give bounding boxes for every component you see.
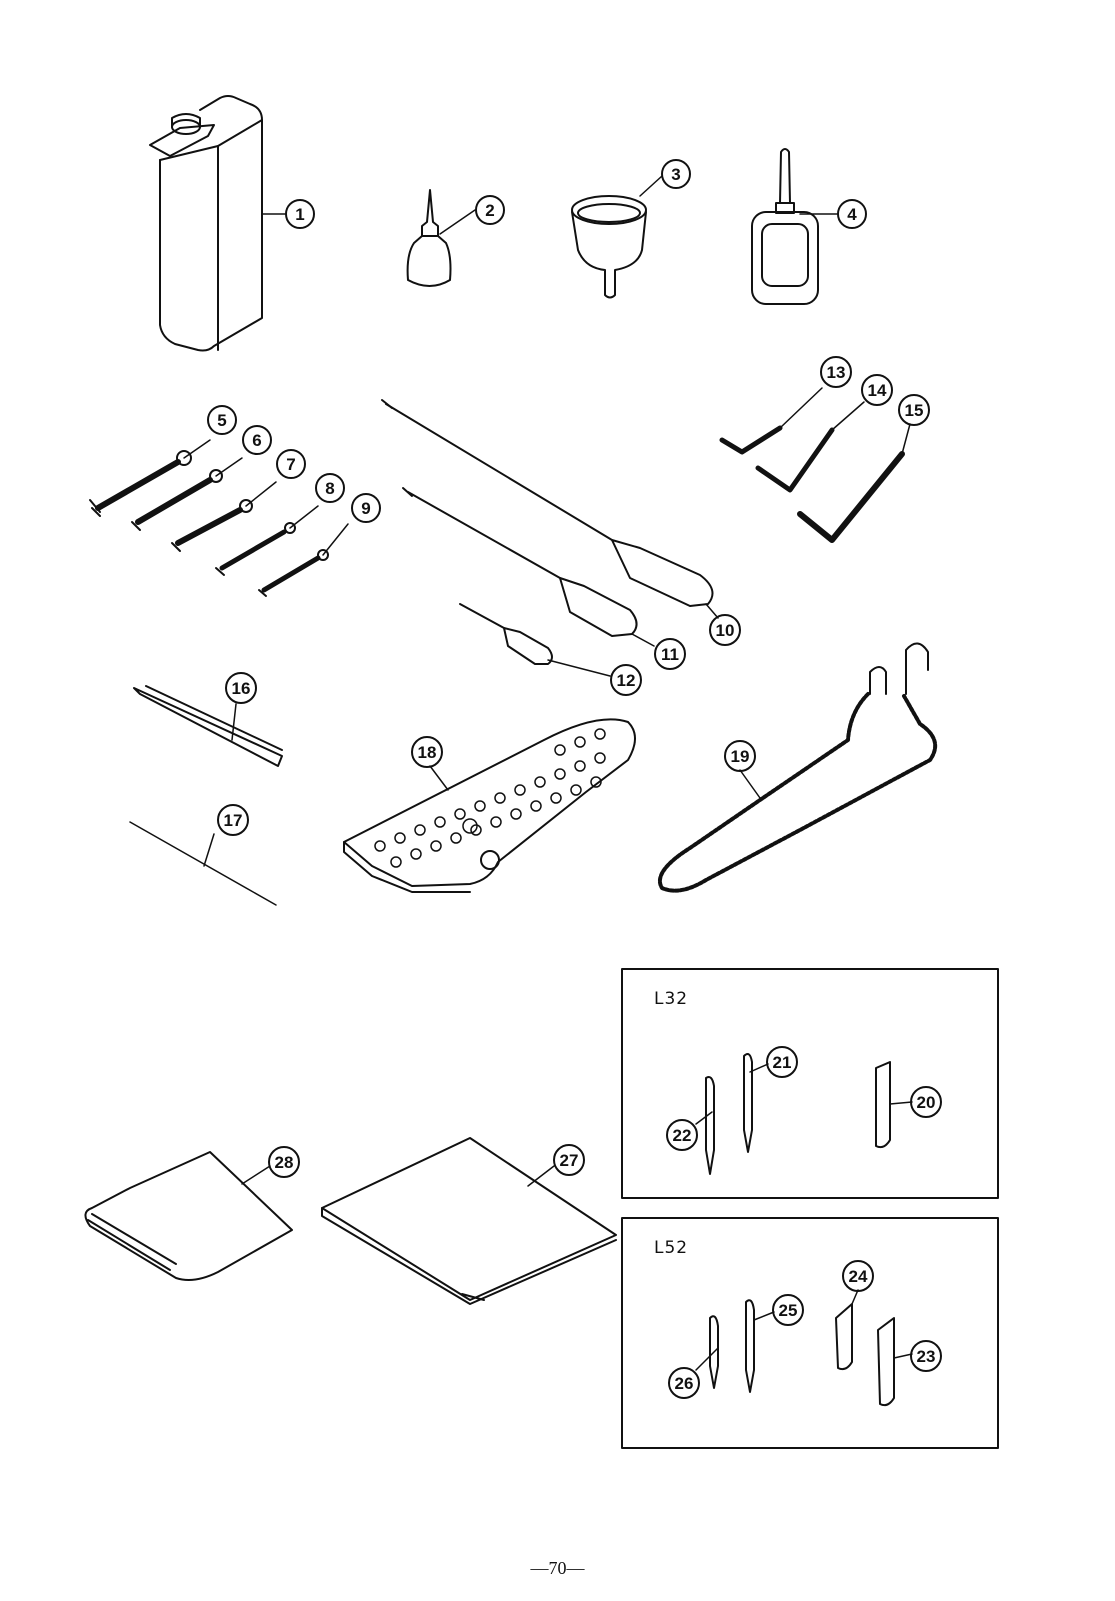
callout-8: 8 bbox=[315, 473, 345, 503]
svg-text:11: 11 bbox=[661, 645, 679, 664]
svg-text:25: 25 bbox=[779, 1301, 798, 1320]
svg-text:23: 23 bbox=[917, 1347, 936, 1366]
hex-keys-part bbox=[719, 425, 905, 543]
svg-text:22: 22 bbox=[673, 1126, 692, 1145]
callout-27: 27 bbox=[553, 1144, 585, 1176]
wrenches-part bbox=[89, 450, 329, 597]
bag-part bbox=[84, 1151, 293, 1281]
grease-bottle-part bbox=[751, 148, 819, 305]
callout-22: 22 bbox=[666, 1119, 698, 1151]
callout-1: 1 bbox=[285, 199, 315, 229]
callout-18: 18 bbox=[411, 736, 443, 768]
svg-text:16: 16 bbox=[232, 679, 251, 698]
svg-text:1: 1 bbox=[295, 205, 304, 224]
chain-part bbox=[658, 642, 938, 893]
oiler-part bbox=[406, 189, 452, 287]
svg-text:19: 19 bbox=[731, 747, 750, 766]
plate-part bbox=[343, 718, 636, 893]
callout-7: 7 bbox=[276, 449, 306, 479]
callout-25: 25 bbox=[772, 1294, 804, 1326]
svg-text:26: 26 bbox=[675, 1374, 694, 1393]
callout-21: 21 bbox=[766, 1046, 798, 1078]
callout-11: 11 bbox=[654, 638, 686, 670]
svg-text:13: 13 bbox=[827, 363, 846, 382]
svg-text:15: 15 bbox=[905, 401, 924, 420]
l52-box-label: L52 bbox=[654, 1238, 689, 1258]
svg-text:17: 17 bbox=[224, 811, 243, 830]
callout-26: 26 bbox=[668, 1367, 700, 1399]
svg-text:12: 12 bbox=[617, 671, 636, 690]
svg-text:14: 14 bbox=[868, 381, 887, 400]
callout-12: 12 bbox=[610, 664, 642, 696]
callout-9: 9 bbox=[351, 493, 381, 523]
svg-text:7: 7 bbox=[286, 455, 295, 474]
callout-5: 5 bbox=[207, 405, 237, 435]
l32-needles bbox=[705, 1053, 891, 1175]
l52-needles bbox=[709, 1299, 895, 1407]
callout-19: 19 bbox=[724, 740, 756, 772]
svg-text:8: 8 bbox=[325, 479, 334, 498]
callout-6: 6 bbox=[242, 425, 272, 455]
svg-text:24: 24 bbox=[849, 1267, 868, 1286]
svg-text:21: 21 bbox=[773, 1053, 792, 1072]
l52-box bbox=[621, 1217, 999, 1449]
callout-17: 17 bbox=[217, 804, 249, 836]
callout-24: 24 bbox=[842, 1260, 874, 1292]
page-number: —70— bbox=[530, 1558, 585, 1578]
cup-part bbox=[571, 195, 647, 299]
callout-13: 13 bbox=[820, 356, 852, 388]
svg-text:18: 18 bbox=[418, 743, 437, 762]
svg-text:3: 3 bbox=[671, 165, 680, 184]
screwdrivers-part bbox=[381, 399, 714, 665]
wire-part bbox=[129, 821, 277, 906]
callout-20: 20 bbox=[910, 1086, 942, 1118]
callout-4: 4 bbox=[837, 199, 867, 229]
oil-can-part bbox=[149, 95, 263, 352]
svg-text:5: 5 bbox=[217, 411, 226, 430]
tweezers-part bbox=[133, 685, 283, 767]
callout-28: 28 bbox=[268, 1146, 300, 1178]
svg-text:27: 27 bbox=[560, 1151, 579, 1170]
svg-text:9: 9 bbox=[361, 499, 370, 518]
svg-text:4: 4 bbox=[847, 205, 857, 224]
callout-2: 2 bbox=[475, 195, 505, 225]
leader-lines bbox=[183, 175, 913, 1371]
svg-text:10: 10 bbox=[716, 621, 735, 640]
svg-text:28: 28 bbox=[275, 1153, 294, 1172]
callout-23: 23 bbox=[910, 1340, 942, 1372]
manual-part bbox=[321, 1137, 617, 1305]
svg-text:2: 2 bbox=[485, 201, 494, 220]
l32-box-label: L32 bbox=[654, 989, 689, 1009]
svg-text:6: 6 bbox=[252, 431, 261, 450]
svg-text:20: 20 bbox=[917, 1093, 936, 1112]
callout-10: 10 bbox=[709, 614, 741, 646]
callout-15: 15 bbox=[898, 394, 930, 426]
callout-3: 3 bbox=[661, 159, 691, 189]
callout-16: 16 bbox=[225, 672, 257, 704]
callout-14: 14 bbox=[861, 374, 893, 406]
l32-box bbox=[621, 968, 999, 1199]
callouts: 1 2 3 4 5 6 7 8 9 10 11 12 13 14 15 16 1… bbox=[207, 159, 942, 1399]
